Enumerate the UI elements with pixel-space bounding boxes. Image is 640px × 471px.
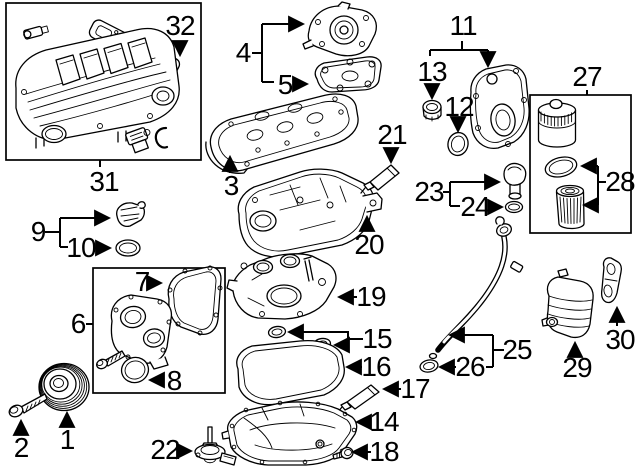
oil-cooler-drawing	[541, 268, 594, 339]
callout-25[interactable]: 25	[502, 334, 532, 365]
cap-o-ring-drawing	[115, 239, 141, 257]
callout-23[interactable]: 23	[414, 176, 444, 207]
oil-filler-funnel-drawing	[503, 162, 527, 200]
callout-12[interactable]: 12	[444, 91, 474, 122]
callout-7[interactable]: 7	[134, 266, 151, 297]
callout-20[interactable]: 20	[354, 229, 384, 260]
callout-16[interactable]: 16	[361, 351, 391, 382]
cooler-gasket-drawing	[600, 257, 623, 304]
funnel-o-ring-drawing	[504, 200, 524, 214]
filter-o-ring-drawing	[544, 156, 578, 178]
callout-9[interactable]: 9	[30, 216, 47, 247]
callout-19[interactable]: 19	[356, 281, 386, 312]
callout-6[interactable]: 6	[70, 308, 87, 339]
separator-gasket-drawing	[314, 56, 382, 93]
oil-level-sensor-drawing	[194, 426, 237, 466]
timing-cover-drawing	[469, 64, 530, 150]
callout-3[interactable]: 3	[223, 170, 240, 201]
callout-30[interactable]: 30	[605, 324, 635, 355]
callout-32[interactable]: 32	[165, 10, 195, 41]
group-box-6	[92, 267, 226, 394]
cover-bolt-drawing	[96, 350, 126, 370]
sealing-plug-drawing	[422, 99, 442, 122]
filter-element-drawing	[555, 184, 585, 230]
oil-filler-cap-drawing	[116, 201, 146, 228]
oil-filter-housing-drawing	[537, 98, 577, 148]
leader-lines	[12, 15, 626, 461]
oil-pan-gasket-drawing	[236, 339, 345, 406]
baffle-plate-drawing	[226, 253, 337, 320]
callout-29[interactable]: 29	[562, 352, 592, 383]
upper-oil-pan-drawing	[237, 168, 383, 258]
callout-10[interactable]: 10	[66, 232, 96, 263]
callout-21[interactable]: 21	[377, 119, 407, 150]
sealant-tube-17-drawing	[337, 384, 380, 413]
callout-22[interactable]: 22	[150, 434, 180, 465]
callout-17[interactable]: 17	[400, 373, 430, 404]
callout-31[interactable]: 31	[89, 166, 119, 197]
callout-5[interactable]: 5	[277, 69, 294, 100]
callout-11[interactable]: 11	[449, 10, 477, 41]
group-box-31	[5, 2, 202, 161]
callout-15[interactable]: 15	[362, 323, 392, 354]
dipstick-o-ring-drawing	[419, 359, 439, 373]
callout-27[interactable]: 27	[572, 61, 602, 92]
callout-4[interactable]: 4	[235, 37, 252, 68]
cover-gasket-drawing	[167, 265, 223, 336]
callout-26[interactable]: 26	[455, 351, 485, 382]
o-ring-12-drawing	[447, 131, 469, 157]
callout-8[interactable]: 8	[166, 365, 183, 396]
callout-24[interactable]: 24	[460, 191, 490, 222]
callout-18[interactable]: 18	[369, 436, 399, 467]
sealant-tube-21-drawing	[360, 164, 400, 194]
callout-14[interactable]: 14	[369, 406, 399, 437]
drain-bolt-drawing	[332, 446, 354, 460]
callout-2[interactable]: 2	[13, 432, 30, 463]
pulley-bolt-drawing	[8, 393, 48, 418]
valve-cover-drawing	[205, 93, 359, 174]
callout-1[interactable]: 1	[59, 424, 76, 455]
intake-manifold-drawing	[15, 25, 180, 154]
crank-seal-drawing	[120, 356, 150, 384]
callout-13[interactable]: 13	[417, 56, 447, 87]
oil-separator-drawing	[302, 1, 377, 57]
lower-timing-cover-drawing	[110, 294, 173, 370]
group-box-27	[529, 94, 632, 234]
crank-pulley-drawing	[38, 362, 90, 412]
callout-28[interactable]: 28	[605, 166, 635, 197]
